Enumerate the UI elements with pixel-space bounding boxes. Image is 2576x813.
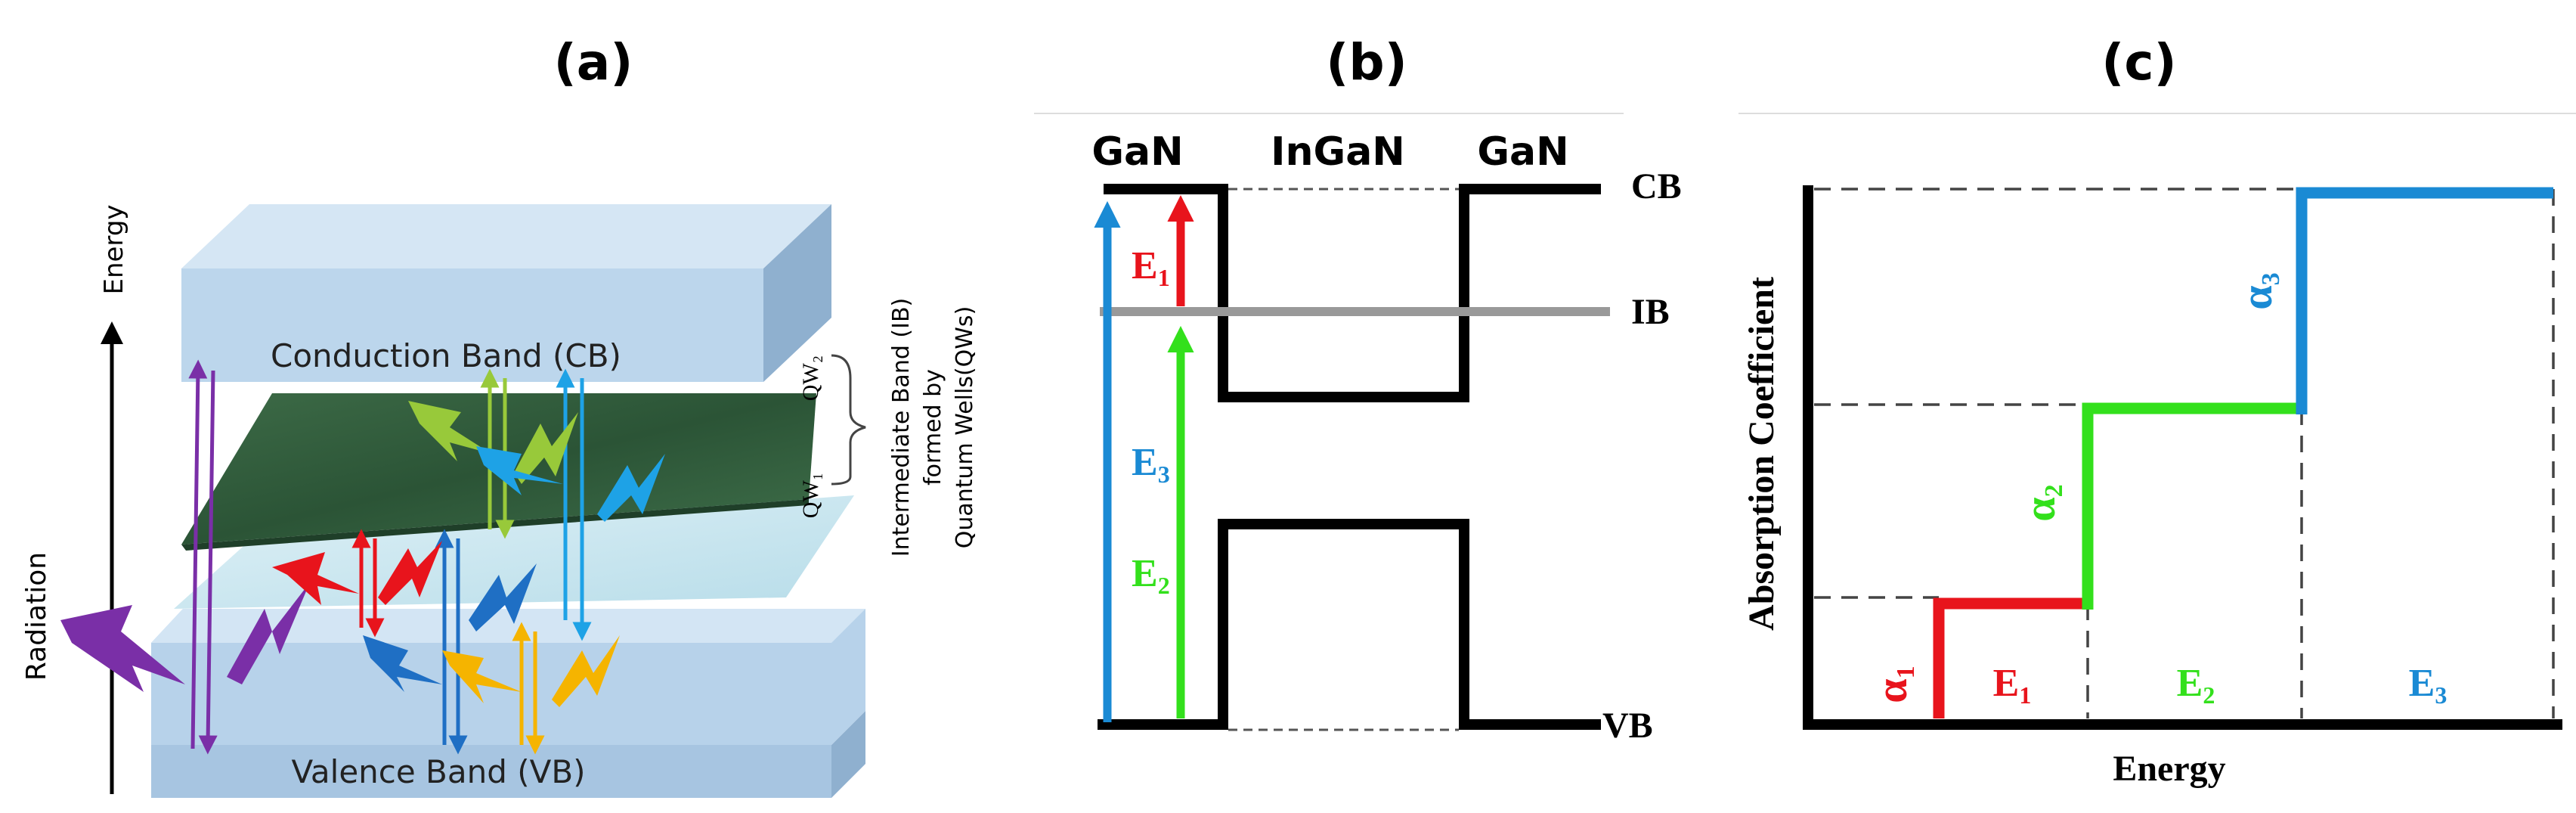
panel-c: (c) α1 α2 α3 E1 E2 E3 Energy Absorption … (1738, 33, 2576, 789)
y-axis-label: Absorption Coefficient (1742, 277, 1782, 631)
panel-c-label: (c) (2101, 33, 2176, 92)
panel-b-label: (b) (1326, 33, 1407, 92)
e1-label: E1 (1132, 244, 1170, 291)
photon-lblue-bolt (476, 446, 563, 495)
vb-profile (1098, 519, 1601, 730)
ib-label-line1: Intermediate Band (IB) (888, 298, 915, 557)
conduction-band-label: Conduction Band (CB) (271, 337, 621, 374)
ib-label-line3: Quantum Wells(QWs) (952, 306, 978, 549)
guide-lines (1814, 188, 2555, 718)
photon-blue-bolt-2 (469, 563, 537, 631)
e3-region-label: E3 (2409, 662, 2448, 709)
photon-bolts (60, 401, 665, 707)
alpha1-label: α1 (1867, 666, 1920, 703)
valence-band-label: Valence Band (VB) (291, 753, 585, 790)
alpha2-step (2082, 402, 2302, 610)
alpha1-step (1933, 597, 2088, 718)
photon-yg-bolt-2 (514, 412, 578, 484)
ib-label-line2: formed by (920, 369, 946, 486)
photon-yg-bolt (408, 401, 491, 461)
photon-orange-bolt (442, 650, 522, 703)
photon-blue-bolt (363, 635, 442, 692)
valence-band-slab (151, 609, 865, 798)
layer-ingan: InGaN (1271, 129, 1405, 175)
photon-red-bolt (272, 552, 359, 605)
qw-brace (831, 354, 866, 486)
panel-a-label: (a) (554, 33, 633, 92)
photon-purple-bolt-2 (227, 582, 310, 684)
qw2-label: QW₂ (798, 355, 823, 401)
x-axis-label: Energy (2113, 749, 2225, 789)
e1-region-label: E1 (1993, 662, 2032, 709)
cb-profile (1104, 184, 1601, 402)
e2-label: E2 (1132, 552, 1170, 599)
conduction-band-slab (181, 204, 831, 382)
photon-red-bolt-2 (378, 541, 442, 605)
photon-purple-bolt (60, 605, 185, 692)
cb-label: CB (1631, 166, 1682, 206)
layer-gan-left: GaN (1091, 129, 1183, 175)
alpha3-step (2296, 187, 2553, 414)
vb-label: VB (1602, 706, 1653, 746)
e2-region-label: E2 (2177, 662, 2215, 709)
alpha3-label: α3 (2232, 272, 2285, 309)
qw1-label: QW₁ (798, 473, 823, 518)
radiation-label: Radiation (21, 552, 52, 681)
photon-orange-bolt-2 (552, 635, 620, 707)
alpha2-label: α2 (2015, 484, 2068, 521)
energy-axis-label: Energy (99, 204, 129, 294)
e3-label: E3 (1132, 441, 1170, 488)
panel-a: (a) Energy Radiation Valence Band (VB) C… (21, 33, 978, 798)
panel-b: (b) GaN InGaN GaN CB IB VB E1 E3 E2 (1034, 33, 1682, 746)
qw1-plane (174, 495, 854, 609)
layer-gan-right: GaN (1477, 129, 1568, 175)
photon-lblue-bolt-2 (597, 454, 665, 522)
ib-label: IB (1631, 292, 1670, 332)
